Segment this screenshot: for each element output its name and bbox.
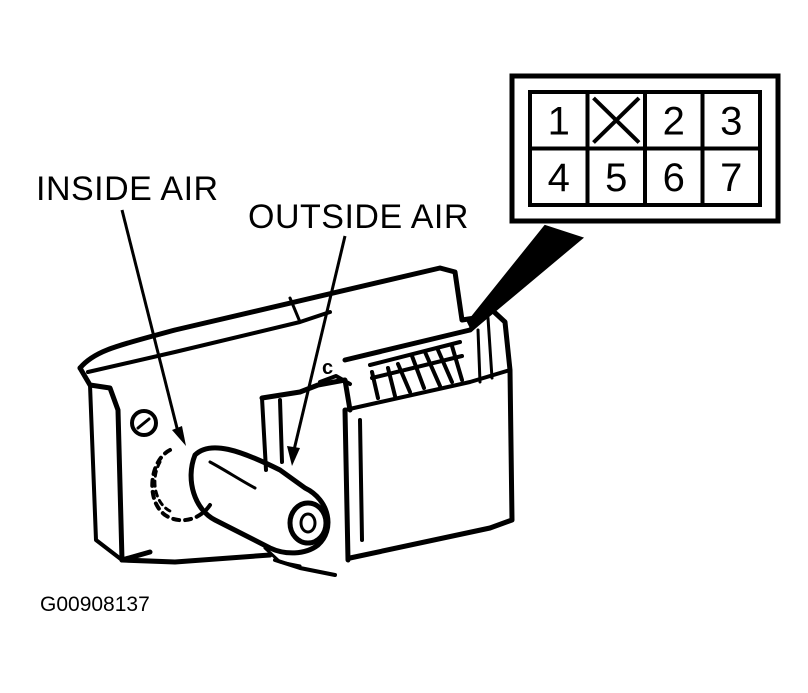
connector-pin-cell: 6 (643, 146, 705, 207)
pin-number: 6 (663, 156, 685, 200)
actuator-shaft (150, 445, 331, 568)
pin-number: 3 (720, 99, 742, 143)
connector-housing (259, 307, 515, 563)
motor-marking-label: c (322, 357, 333, 379)
inside-air-arrowhead (172, 426, 186, 446)
pin-cell-border (643, 146, 705, 207)
outside-air-label: OUTSIDE AIR (248, 198, 469, 236)
connector-pin-cell: 4 (528, 146, 590, 207)
pin-cell-border (700, 146, 762, 207)
connector-blank-cavity (585, 90, 647, 151)
outside-air-arrowhead (287, 446, 300, 466)
inside-air-label: INSIDE AIR (36, 170, 219, 208)
figure-id: G00908137 (40, 593, 150, 616)
connector-pin-cell: 1 (528, 90, 590, 151)
inside-air-leader (120, 209, 180, 433)
blank-cavity-x-icon (592, 96, 641, 144)
leader-arrows (120, 209, 347, 466)
pin-number: 1 (548, 99, 570, 143)
connector-pin-cell: 3 (700, 90, 762, 151)
connector-pin-cell: 2 (643, 90, 705, 151)
pin-number: 7 (720, 156, 742, 200)
pin-cell-border (528, 146, 590, 207)
outside-air-leader (292, 235, 347, 451)
pin-number: 4 (548, 156, 570, 200)
connector-pin-cell: 7 (700, 146, 762, 207)
pin-number: 5 (605, 156, 627, 200)
pin-number: 2 (663, 99, 685, 143)
pin-cell-border (700, 90, 762, 151)
actuator-body (77, 265, 478, 577)
pin-cell-border (585, 146, 647, 207)
connector-pin-cell: 5 (585, 146, 647, 207)
